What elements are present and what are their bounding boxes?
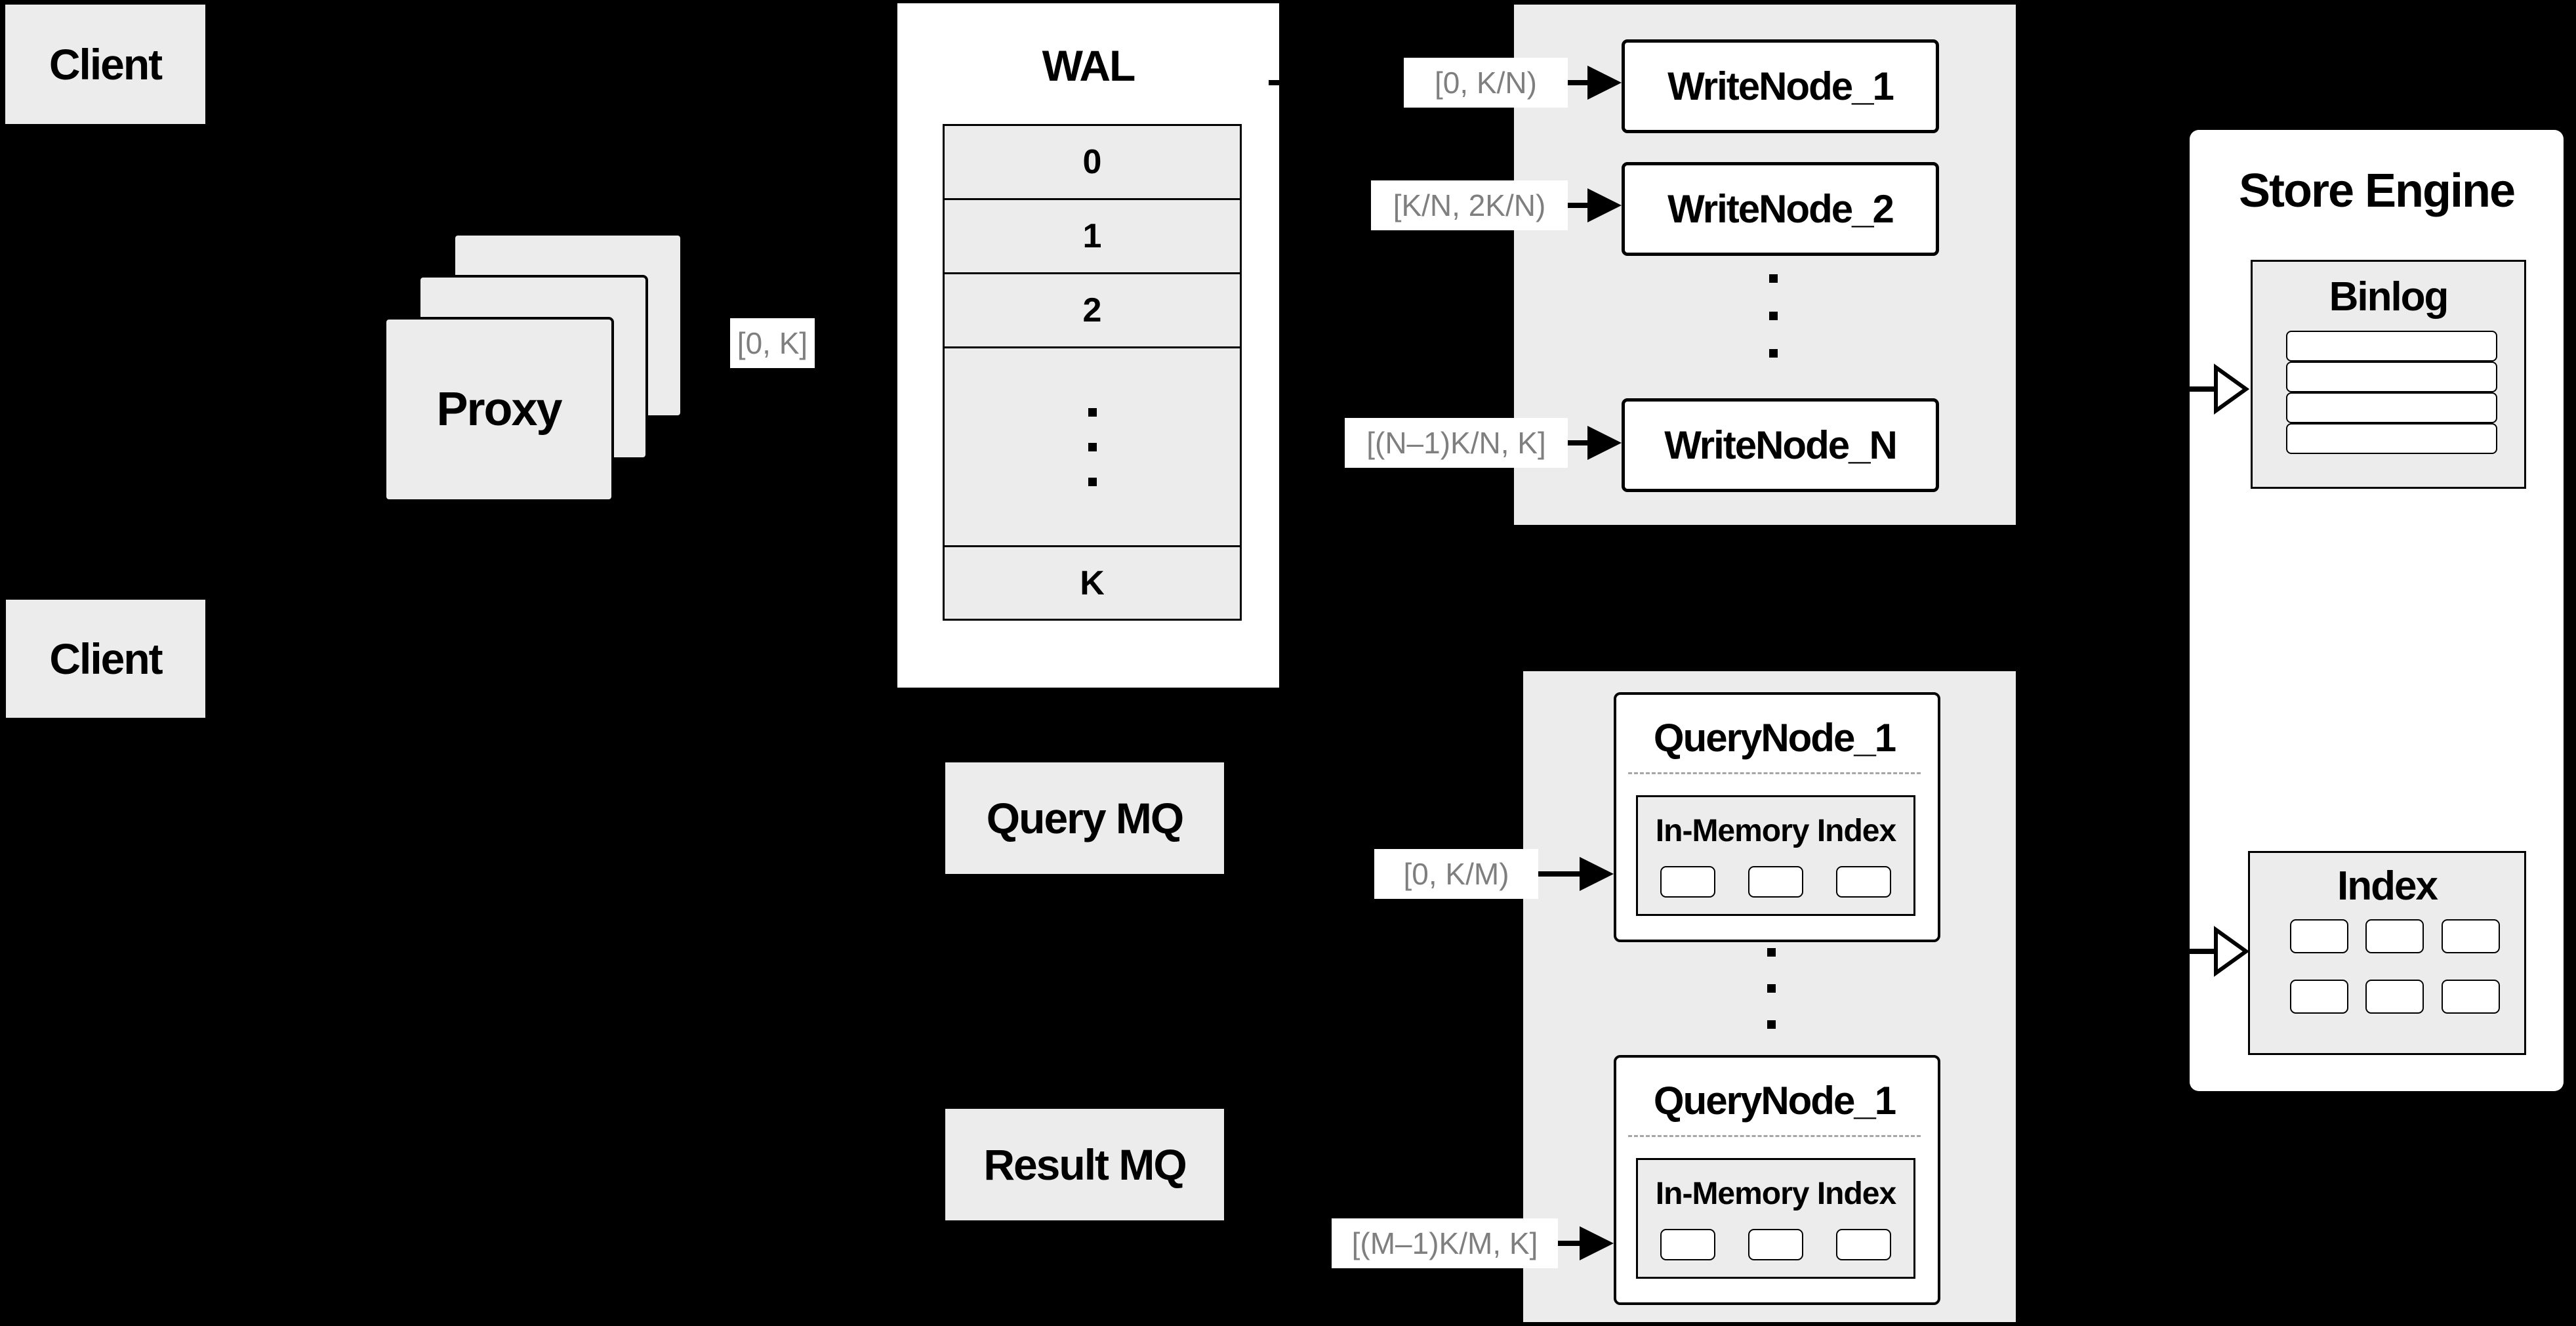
query-node-2-title: QueryNode_1 <box>1653 1078 1896 1123</box>
store-engine-box: Store Engine Binlog Index <box>2190 130 2564 1091</box>
wal-segment-2: 2 <box>945 274 1240 348</box>
range-label-write-n: [(N–1)K/N, K] <box>1345 418 1568 468</box>
write-node-n: WriteNode_N <box>1622 398 1939 492</box>
client-top-label: Client <box>49 40 163 89</box>
query-node-2-title-wrap: QueryNode_1 <box>1616 1071 1932 1130</box>
range-label-query-m: [(M–1)K/M, K] <box>1332 1218 1558 1268</box>
result-mq-box: Result MQ <box>945 1109 1224 1220</box>
wal-title-wrap: WAL <box>897 36 1279 95</box>
range-label-write-1: [0, K/N) <box>1404 58 1568 108</box>
wal-segment-table: 0 1 2 K <box>943 124 1242 621</box>
write-node-1-label: WriteNode_1 <box>1667 64 1894 108</box>
wal-segment-k: K <box>945 547 1240 619</box>
query-node-1-title-wrap: QueryNode_1 <box>1616 708 1932 767</box>
arrow-to-write-node-2 <box>1568 188 1622 222</box>
binlog-title: Binlog <box>2329 274 2449 320</box>
segment-cell <box>1660 1229 1715 1260</box>
arrow-to-query-node-2 <box>1558 1226 1614 1260</box>
in-memory-index-box-2: In-Memory Index <box>1636 1158 1915 1279</box>
query-mq-box: Query MQ <box>945 762 1224 874</box>
write-node-2-label: WriteNode_2 <box>1667 187 1894 231</box>
binlog-row <box>2286 331 2497 362</box>
in-memory-index-box-1: In-Memory Index <box>1636 795 1915 916</box>
wal-segment-0: 0 <box>945 126 1240 200</box>
wal-ellipsis-icon <box>1088 407 1097 486</box>
in-memory-index-1-title: In-Memory Index <box>1655 813 1896 848</box>
store-engine-title: Store Engine <box>2238 164 2516 217</box>
client-box-top: Client <box>5 5 205 124</box>
wal-exit-stub <box>1269 80 1279 85</box>
index-cell <box>2442 980 2500 1014</box>
arrow-to-write-node-1 <box>1568 66 1622 100</box>
write-node-1: WriteNode_1 <box>1622 39 1939 133</box>
range-label-proxy: [0, K] <box>730 318 815 368</box>
index-cell <box>2290 919 2348 953</box>
segment-cell <box>1660 866 1715 898</box>
write-node-n-label: WriteNode_N <box>1664 423 1898 467</box>
index-cell <box>2365 919 2424 953</box>
index-box: Index <box>2248 851 2526 1055</box>
wal-box: WAL 0 1 2 K <box>897 3 1279 688</box>
binlog-row <box>2286 362 2497 392</box>
wal-segment-0-label: 0 <box>1082 143 1102 181</box>
in-memory-index-2-title-wrap: In-Memory Index <box>1638 1164 1913 1223</box>
query-node-1: QueryNode_1 In-Memory Index <box>1614 692 1940 942</box>
segment-cell <box>1748 866 1803 898</box>
wal-segment-ellipsis <box>945 348 1240 547</box>
binlog-row <box>2286 392 2497 423</box>
range-label-query-1: [0, K/M) <box>1374 849 1538 899</box>
proxy-card-front: Proxy <box>384 317 614 502</box>
arrow-to-index <box>2190 926 2250 977</box>
query-node-2: QueryNode_1 In-Memory Index <box>1614 1055 1940 1305</box>
query-node-1-title: QueryNode_1 <box>1653 715 1896 760</box>
arrow-to-query-node-1 <box>1538 857 1614 891</box>
write-node-ellipsis-icon <box>1769 274 1778 358</box>
wal-segment-1-label: 1 <box>1082 217 1102 255</box>
wal-segment-2-label: 2 <box>1082 291 1102 329</box>
query-mq-label: Query MQ <box>986 794 1184 842</box>
in-memory-index-2-title: In-Memory Index <box>1655 1176 1896 1211</box>
segment-cell <box>1836 1229 1891 1260</box>
binlog-row <box>2286 423 2497 454</box>
store-engine-title-wrap: Store Engine <box>2190 159 2564 222</box>
range-label-write-2: [K/N, 2K/N) <box>1371 180 1568 230</box>
wal-title: WAL <box>1042 41 1136 90</box>
binlog-box: Binlog <box>2251 260 2526 489</box>
arrow-to-write-node-n <box>1568 426 1622 460</box>
query-node-ellipsis-icon <box>1767 948 1776 1029</box>
query-node-2-separator <box>1628 1135 1921 1137</box>
arrow-to-binlog <box>2190 363 2250 415</box>
in-memory-index-1-title-wrap: In-Memory Index <box>1638 801 1913 860</box>
index-cell <box>2442 919 2500 953</box>
result-mq-label: Result MQ <box>983 1140 1187 1189</box>
index-cell <box>2290 980 2348 1014</box>
segment-cell <box>1836 866 1891 898</box>
index-cell <box>2365 980 2424 1014</box>
client-box-bottom: Client <box>6 600 205 718</box>
segment-cell <box>1748 1229 1803 1260</box>
client-bottom-label: Client <box>49 634 163 683</box>
index-title-wrap: Index <box>2250 858 2524 914</box>
query-node-1-separator <box>1628 772 1921 774</box>
index-title: Index <box>2337 863 2438 909</box>
proxy-label: Proxy <box>436 383 562 436</box>
wal-segment-1: 1 <box>945 200 1240 274</box>
write-node-2: WriteNode_2 <box>1622 162 1939 256</box>
wal-segment-k-label: K <box>1080 564 1105 602</box>
binlog-title-wrap: Binlog <box>2253 267 2524 326</box>
